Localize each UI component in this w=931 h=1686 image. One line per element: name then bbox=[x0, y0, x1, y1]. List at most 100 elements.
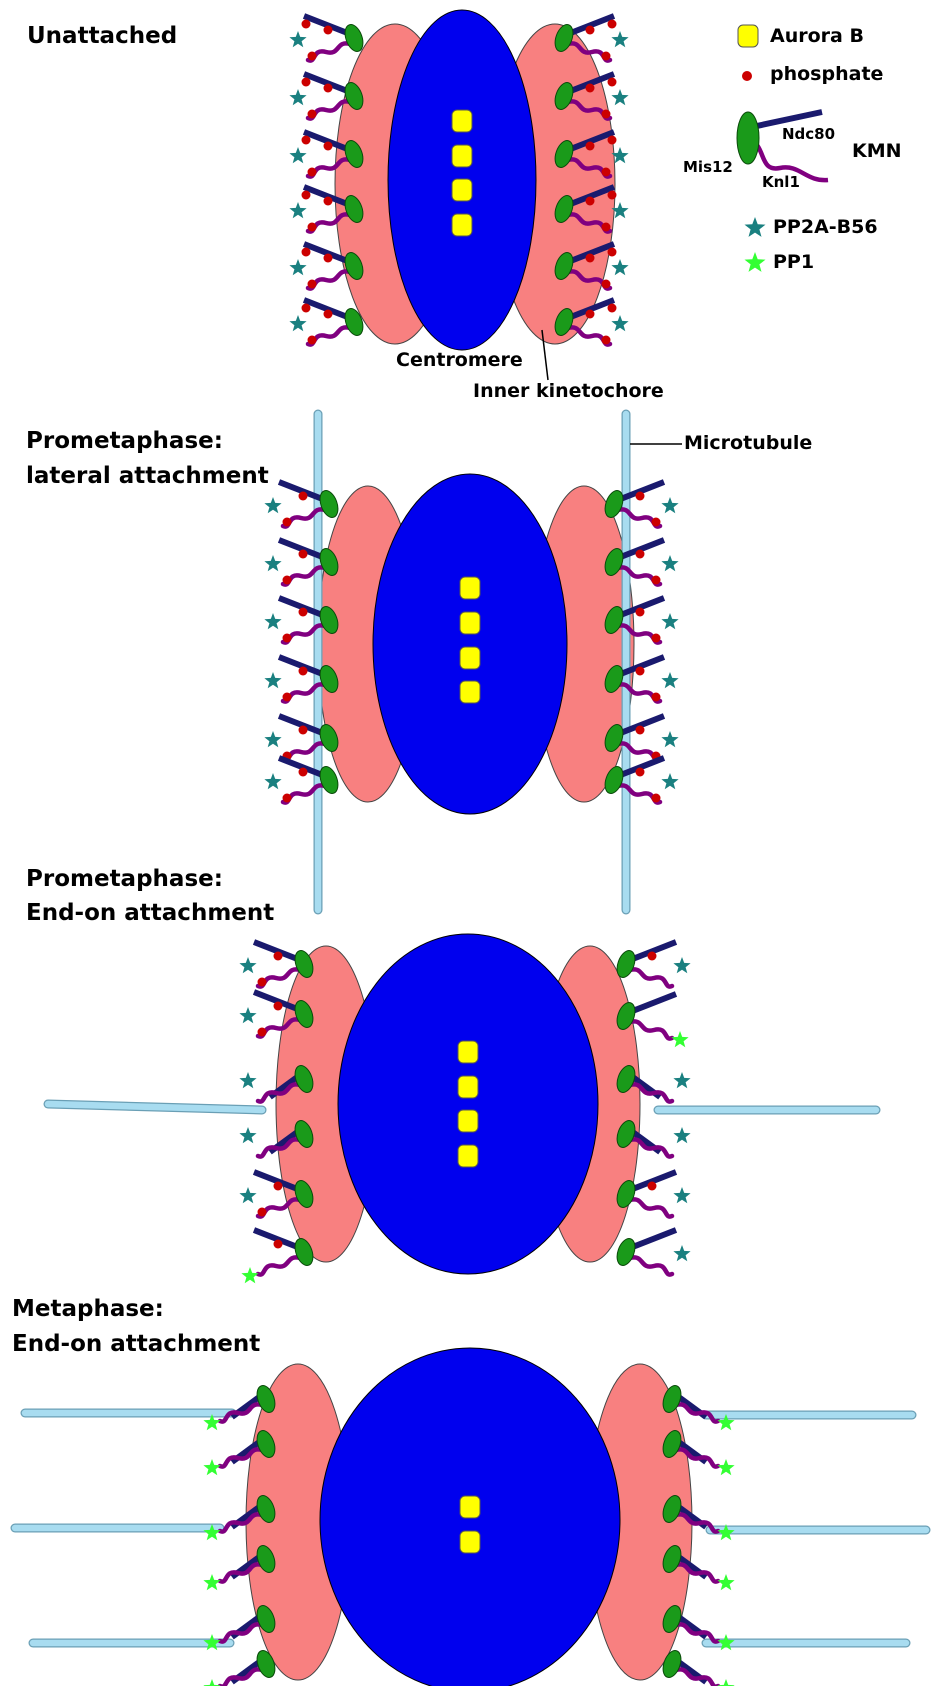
phosphate-dot bbox=[324, 310, 333, 319]
phosphate-dot bbox=[602, 223, 611, 232]
aurora-b-square bbox=[452, 214, 472, 236]
phosphate-dot bbox=[302, 191, 311, 200]
phosphate-dot bbox=[299, 492, 308, 501]
phosphate-dot bbox=[586, 310, 595, 319]
phosphate-dot bbox=[299, 726, 308, 735]
phosphate-dot bbox=[283, 634, 292, 643]
pp2a-b56-star bbox=[661, 731, 678, 747]
phosphate-dot bbox=[324, 26, 333, 35]
phosphate-dot bbox=[636, 768, 645, 777]
pp1-star bbox=[671, 1031, 688, 1047]
stage-title-lateral-line2: lateral attachment bbox=[26, 459, 269, 493]
knl1-tail bbox=[630, 1199, 672, 1216]
phosphate-dot bbox=[608, 248, 617, 257]
legend-pp1-label: PP1 bbox=[773, 251, 814, 273]
aurora-b-square bbox=[458, 1076, 478, 1098]
phosphate-dot bbox=[258, 1208, 267, 1217]
phosphate-dot bbox=[652, 518, 661, 527]
phosphate-dot bbox=[283, 518, 292, 527]
pp2a-b56-star bbox=[289, 315, 306, 331]
legend-pp2a-label: PP2A-B56 bbox=[773, 216, 878, 238]
legend-aurora-b-icon bbox=[738, 25, 758, 47]
pp2a-b56-star bbox=[264, 731, 281, 747]
phosphate-dot bbox=[652, 794, 661, 803]
microtubule-label: Microtubule bbox=[684, 432, 812, 454]
phosphate-dot bbox=[302, 136, 311, 145]
pp2a-b56-star bbox=[264, 773, 281, 789]
phosphate-dot bbox=[636, 667, 645, 676]
aurora-b-square bbox=[460, 681, 480, 703]
phosphate-dot bbox=[586, 142, 595, 151]
pp2a-b56-star bbox=[611, 89, 628, 105]
phosphate-dot bbox=[652, 576, 661, 585]
pp1-star bbox=[203, 1634, 220, 1650]
stage-title-endon-line2: End-on attachment bbox=[26, 896, 274, 930]
phosphate-dot bbox=[602, 52, 611, 61]
pp2a-b56-star bbox=[289, 147, 306, 163]
aurora-b-square bbox=[460, 612, 480, 634]
pp2a-b56-star bbox=[289, 259, 306, 275]
phosphate-dot bbox=[586, 26, 595, 35]
ndc80-rod bbox=[630, 994, 676, 1012]
phosphate-dot bbox=[308, 336, 317, 345]
legend-mis12-bean bbox=[737, 112, 759, 164]
phosphate-dot bbox=[602, 280, 611, 289]
centromere-label: Centromere bbox=[396, 349, 523, 371]
mis12-bean bbox=[614, 1236, 639, 1268]
pp2a-b56-star bbox=[239, 1072, 256, 1088]
pp2a-b56-star bbox=[289, 89, 306, 105]
phosphate-dot bbox=[274, 1002, 283, 1011]
phosphate-dot bbox=[258, 1028, 267, 1037]
knl1-tail bbox=[630, 969, 672, 986]
pp2a-b56-star bbox=[239, 1127, 256, 1143]
centromere bbox=[373, 474, 567, 814]
ndc80-rod bbox=[630, 1230, 676, 1248]
pp2a-b56-star bbox=[611, 259, 628, 275]
pp2a-b56-star bbox=[661, 555, 678, 571]
stage-title-lateral-line1: Prometaphase: bbox=[26, 424, 223, 458]
stage-title-unattached: Unattached bbox=[27, 19, 177, 53]
aurora-b-square bbox=[458, 1145, 478, 1167]
pp1-star bbox=[717, 1574, 734, 1590]
pp2a-b56-star bbox=[661, 613, 678, 629]
pp2a-b56-star bbox=[239, 1007, 256, 1023]
phosphate-dot bbox=[302, 20, 311, 29]
aurora-b-square bbox=[460, 647, 480, 669]
phosphate-dot bbox=[299, 667, 308, 676]
legend-pp1-icon bbox=[745, 252, 766, 272]
phosphate-dot bbox=[602, 110, 611, 119]
phosphate-dot bbox=[586, 254, 595, 263]
legend-ndc80-label: Ndc80 bbox=[782, 125, 835, 143]
knl1-tail bbox=[258, 1257, 300, 1274]
aurora-b-square bbox=[452, 110, 472, 132]
phosphate-dot bbox=[308, 168, 317, 177]
phosphate-dot bbox=[586, 197, 595, 206]
phosphate-dot bbox=[274, 952, 283, 961]
aurora-b-square bbox=[452, 179, 472, 201]
pp2a-b56-star bbox=[611, 315, 628, 331]
aurora-b-square bbox=[452, 145, 472, 167]
pp2a-b56-star bbox=[661, 773, 678, 789]
pp2a-b56-star bbox=[289, 202, 306, 218]
phosphate-dot bbox=[636, 492, 645, 501]
stage-title-metaphase-line2: End-on attachment bbox=[12, 1327, 260, 1361]
stage-title-metaphase-line1: Metaphase: bbox=[12, 1292, 164, 1326]
pp2a-b56-star bbox=[673, 1127, 690, 1143]
legend-pp2a-icon bbox=[745, 217, 766, 237]
phosphate-dot bbox=[608, 78, 617, 87]
phosphate-dot bbox=[308, 223, 317, 232]
phosphate-dot bbox=[308, 280, 317, 289]
phosphate-dot bbox=[648, 952, 657, 961]
phosphate-dot bbox=[608, 191, 617, 200]
phosphate-dot bbox=[586, 84, 595, 93]
phosphate-dot bbox=[636, 608, 645, 617]
pp2a-b56-star bbox=[673, 1245, 690, 1261]
pp2a-b56-star bbox=[611, 31, 628, 47]
centromere bbox=[338, 934, 598, 1274]
phosphate-dot bbox=[274, 1240, 283, 1249]
pp1-star bbox=[203, 1459, 220, 1475]
phosphate-dot bbox=[283, 576, 292, 585]
pp2a-b56-star bbox=[673, 1187, 690, 1203]
pp2a-b56-star bbox=[673, 1072, 690, 1088]
phosphate-dot bbox=[308, 52, 317, 61]
